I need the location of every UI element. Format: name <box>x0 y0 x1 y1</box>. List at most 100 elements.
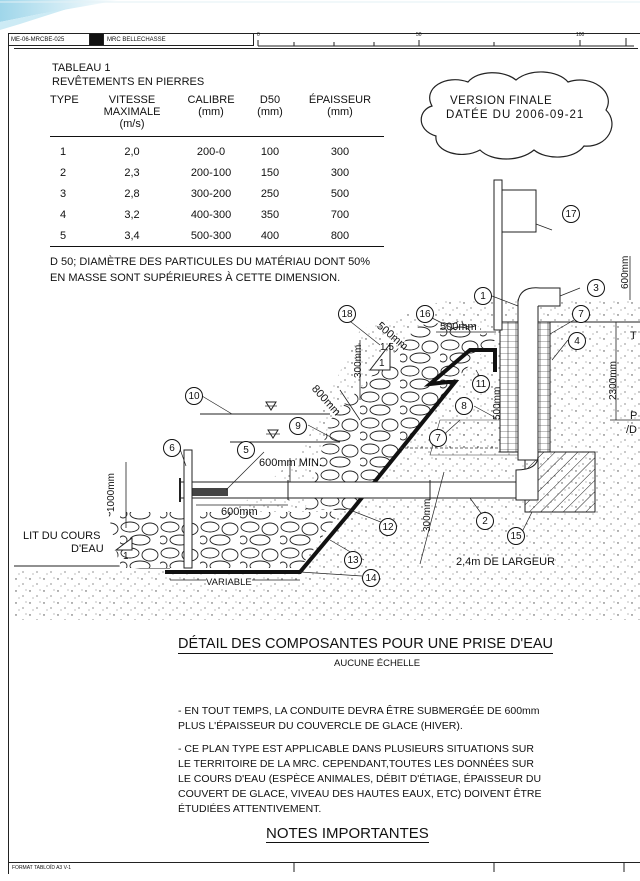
callout-11: 11 <box>472 375 490 393</box>
edge-label-p: P <box>630 410 638 422</box>
col-epaisseur: ÉPAISSEUR (mm) <box>296 94 384 137</box>
callout-8: 8 <box>455 397 473 415</box>
cell-epaisseur: 800 <box>296 225 384 247</box>
header-rule <box>14 48 638 49</box>
callout-5: 5 <box>237 441 255 459</box>
note-2-line-4: COUVERT DE GLACE, VIVEAU DES HAUTES EAUX… <box>178 788 542 800</box>
dim-600: 600mm <box>221 506 258 518</box>
callout-2: 2 <box>476 512 494 530</box>
callout-7b: 7 <box>429 429 447 447</box>
lit-du-cours-label-2: D'EAU <box>71 543 104 555</box>
drawing-sheet <box>8 33 640 874</box>
callout-14: 14 <box>362 569 380 587</box>
dim-500-vertical: 500mm <box>492 386 503 420</box>
cell-vitesse: 2,3 <box>124 166 140 179</box>
note-2-line-3: LE COURS D'EAU (ESPÈCE ANIMALES, DÉBIT D… <box>178 773 542 785</box>
dim-1000: 1000mm <box>106 473 117 512</box>
table-subtitle: REVÊTEMENTS EN PIERRES <box>52 76 205 88</box>
callout-1: 1 <box>474 287 492 305</box>
dim-largeur: 2,4m DE LARGEUR <box>456 556 556 568</box>
cell-d50: 150 <box>260 166 280 179</box>
cell-vitesse: 3,2 <box>124 208 140 221</box>
cell-calibre: 200-100 <box>190 166 232 179</box>
footnote-line-1: D 50; DIAMÈTRE DES PARTICULES DU MATÉRIA… <box>50 256 371 268</box>
col-d50: D50 (mm) <box>244 94 296 137</box>
col-vitesse: VITESSE MAXIMALE (m/s) <box>86 94 178 137</box>
dim-300-trench: 300mm <box>422 498 433 532</box>
slope-ratio-top: 1,5 <box>380 342 394 353</box>
doc-code: ME-06-MRCBE-025 <box>8 34 90 46</box>
col-vitesse-label: VITESSE MAXIMALE (m/s) <box>103 94 161 130</box>
scale-tick-0: 0 <box>257 32 260 38</box>
note-1-line-2: PLUS L'ÉPAISSEUR DU COUVERCLE DE GLACE (… <box>178 720 463 732</box>
footer-rule <box>8 862 640 863</box>
callout-18: 18 <box>338 305 356 323</box>
cell-epaisseur: 500 <box>330 187 350 200</box>
main-title: DÉTAIL DES COMPOSANTES POUR UNE PRISE D'… <box>178 636 554 654</box>
cell-type: 1 <box>60 145 67 158</box>
notes-heading: NOTES IMPORTANTES <box>266 825 429 843</box>
cell-calibre: 400-300 <box>190 208 232 221</box>
cell-d50: 100 <box>260 145 280 158</box>
callout-16: 16 <box>416 305 434 323</box>
callout-17: 17 <box>562 205 580 223</box>
callout-15: 15 <box>507 527 525 545</box>
callout-4: 4 <box>568 332 586 350</box>
callout-9: 9 <box>289 417 307 435</box>
scale-note: AUCUNE ÉCHELLE <box>334 658 421 669</box>
scale-bar <box>257 38 634 47</box>
cell-epaisseur: 300 <box>330 145 350 158</box>
footnote-line-2: EN MASSE SONT SUPÉRIEURES À CETTE DIMENS… <box>50 272 341 284</box>
scale-tick-50: 50 <box>416 32 422 38</box>
edge-label-t: T <box>630 330 637 342</box>
cell-d50: 400 <box>244 225 296 247</box>
col-calibre: CALIBRE (mm) <box>178 94 244 137</box>
col-d50-label: D50 (mm) <box>257 94 283 118</box>
callout-10: 10 <box>185 387 203 405</box>
cell-vitesse: 2,8 <box>124 187 140 200</box>
note-1-line-1: - EN TOUT TEMPS, LA CONDUITE DEVRA ÊTRE … <box>178 705 540 717</box>
dim-variable: VARIABLE <box>206 577 252 588</box>
cell-d50: 250 <box>260 187 280 200</box>
cell-vitesse: 2,0 <box>124 145 140 158</box>
slope-ratio-low: 1 <box>123 551 129 562</box>
callout-3: 3 <box>587 279 605 297</box>
slide-banner <box>0 0 640 30</box>
callout-7a: 7 <box>572 305 590 323</box>
table-row: 5 3,4 500-300 400 800 <box>50 225 384 247</box>
callout-12: 12 <box>379 518 397 536</box>
callout-13: 13 <box>344 551 362 569</box>
cell-calibre: 300-200 <box>190 187 232 200</box>
cell-type: 3 <box>60 187 67 200</box>
dim-600-vertical: 600mm <box>620 255 631 289</box>
cell-epaisseur: 700 <box>330 208 350 221</box>
col-type: TYPE <box>50 94 86 137</box>
table-row: 4 3,2 400-300 350 700 <box>50 204 384 225</box>
version-stamp <box>420 71 613 160</box>
table-row: 3 2,8 300-200 250 500 <box>50 183 384 204</box>
col-type-label: TYPE <box>50 94 79 106</box>
cell-d50: 350 <box>260 208 280 221</box>
cell-type: 2 <box>60 166 67 179</box>
dim-500-horizontal: 500mm <box>440 321 477 333</box>
cell-type: 4 <box>60 208 67 221</box>
note-2-line-2: LE TERRITOIRE DE LA MRC. CEPENDANT,TOUTE… <box>178 758 534 770</box>
dim-600-min: 600mm MIN. <box>259 457 322 469</box>
cell-vitesse: 3,4 <box>86 225 178 247</box>
footer-format: FORMAT TABLOÏD A3 V-1 <box>12 865 72 871</box>
owner-label: MRC BELLECHASSE <box>104 34 254 46</box>
header-black-cell <box>90 34 104 46</box>
edge-label-d: /D <box>626 424 637 436</box>
note-2-line-5: ÉTUDIÉES ATTENTIVEMENT. <box>178 803 322 815</box>
scale-tick-100: 100 <box>576 32 585 38</box>
version-line-1: VERSION FINALE <box>450 95 553 107</box>
lit-du-cours-label-1: LIT DU COURS <box>23 530 101 542</box>
version-line-2: DATÉE DU 2006-09-21 <box>446 109 585 121</box>
note-2-line-1: - CE PLAN TYPE EST APPLICABLE DANS PLUSI… <box>178 743 534 755</box>
table-row: 2 2,3 200-100 150 300 <box>50 162 384 183</box>
dim-300-slope: 300mm <box>353 344 364 378</box>
revetement-table: TYPE VITESSE MAXIMALE (m/s) CALIBRE (mm)… <box>50 94 384 247</box>
cell-epaisseur: 300 <box>330 166 350 179</box>
footer-ticks <box>293 862 625 872</box>
col-calibre-label: CALIBRE (mm) <box>187 94 235 118</box>
